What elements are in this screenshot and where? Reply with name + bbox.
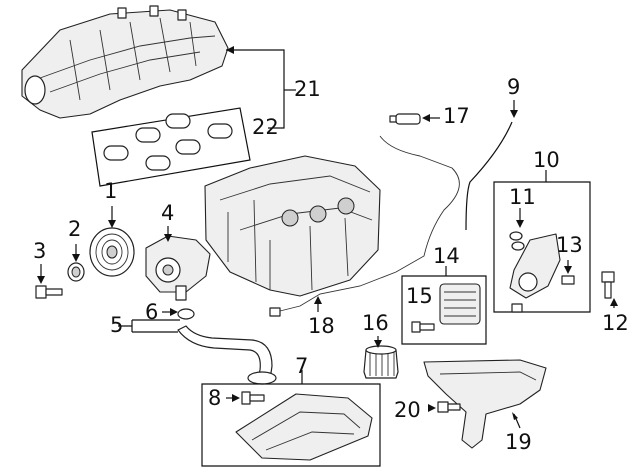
callout-11: 11 bbox=[509, 185, 536, 209]
callout-2: 2 bbox=[68, 217, 82, 241]
pulley-bolt bbox=[35, 285, 63, 299]
callout-16: 16 bbox=[362, 311, 389, 335]
front-seal bbox=[67, 262, 85, 282]
engine-block bbox=[204, 155, 381, 297]
callout-9: 9 bbox=[507, 75, 521, 99]
callout-18: 18 bbox=[308, 314, 335, 338]
callout-10: 10 bbox=[533, 148, 560, 172]
callout-17: 17 bbox=[443, 104, 470, 128]
cooler-bolt bbox=[411, 321, 435, 333]
bracket-bolt bbox=[437, 401, 461, 413]
callout-21: 21 bbox=[294, 77, 321, 101]
callout-22: 22 bbox=[252, 115, 279, 139]
oil-pan bbox=[235, 393, 373, 461]
intake-manifold bbox=[21, 5, 229, 119]
oil-filter bbox=[363, 345, 399, 379]
dipstick-tube bbox=[465, 121, 513, 231]
gasket-set bbox=[509, 231, 525, 251]
oil-pump bbox=[145, 235, 211, 301]
callout-6: 6 bbox=[145, 300, 159, 324]
callout-14: 14 bbox=[433, 244, 460, 268]
callout-7: 7 bbox=[295, 354, 309, 378]
crank-pulley bbox=[89, 227, 135, 277]
oil-filter-housing bbox=[509, 233, 561, 313]
pressure-sensor bbox=[561, 275, 575, 285]
sensor bbox=[389, 113, 421, 125]
callout-12: 12 bbox=[602, 311, 629, 335]
callout-4: 4 bbox=[161, 201, 175, 225]
callout-8: 8 bbox=[208, 386, 222, 410]
wiring-harness bbox=[275, 135, 460, 313]
callout-15: 15 bbox=[406, 284, 433, 308]
callout-13: 13 bbox=[556, 233, 583, 257]
oil-pan-bolt bbox=[241, 391, 265, 405]
callout-5: 5 bbox=[110, 313, 124, 337]
engine-bracket bbox=[423, 359, 547, 449]
intake-gaskets bbox=[91, 107, 251, 187]
callout-20: 20 bbox=[394, 398, 421, 422]
oil-cooler bbox=[439, 283, 481, 325]
oil-pickup-tube bbox=[177, 325, 277, 385]
pickup-o-ring bbox=[177, 308, 195, 320]
callout-19: 19 bbox=[505, 430, 532, 454]
callout-1: 1 bbox=[104, 179, 118, 203]
callout-3: 3 bbox=[33, 239, 47, 263]
housing-bolt bbox=[601, 271, 615, 299]
